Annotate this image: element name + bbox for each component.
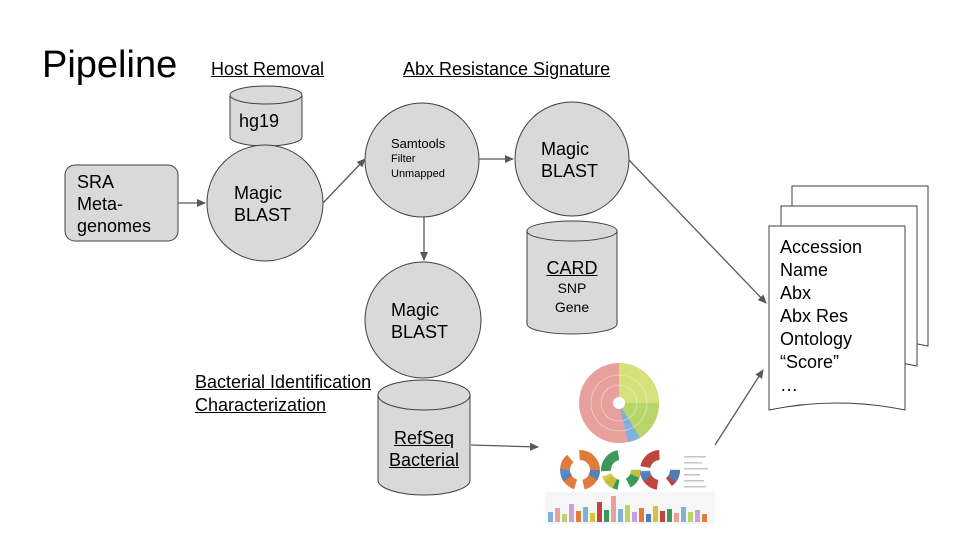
sra-line-1: SRA [77,172,115,192]
magic-blast-abx-line-2: BLAST [541,161,599,181]
sra-line-3: genomes [77,216,152,236]
output-field-name: Name [780,260,829,280]
bacterial-id-line-2: Characterization [195,395,327,415]
card-line-1: CARD [546,258,598,278]
magic-blast-host-line-1: Magic [234,183,283,203]
page-title: Pipeline [42,44,178,86]
magic-blast-host-line-2: BLAST [234,205,292,225]
arrow-refseq-to-visualization [470,442,539,451]
arrow-blast-to-samtools [322,158,366,204]
donut-charts-image [560,450,680,490]
output-field-ontology: Ontology [780,329,853,349]
arrow-abx-to-output [628,159,767,304]
magic-blast-abx-label: Magic BLAST [541,138,598,182]
refseq-line-2: Bacterial [388,450,460,470]
magic-blast-host-label: Magic BLAST [234,182,291,226]
magic-blast-bacterial-line-1: Magic [391,300,440,320]
sra-line-2: Meta- [77,194,124,214]
output-fields-list: Accession Name Abx Abx Res Ontology “Sco… [780,236,862,397]
abx-signature-heading: Abx Resistance Signature [403,59,611,79]
magic-blast-abx-node [514,101,630,217]
card-line-2: SNP [557,280,587,296]
samtools-label: Samtools Filter Unmapped [391,136,445,182]
legend-list-image [684,456,708,488]
bacterial-id-heading: Bacterial Identification Characterizatio… [195,371,371,417]
host-removal-heading: Host Removal [211,59,325,79]
samtools-line-3: Unmapped [391,168,445,180]
bacterial-id-line-1: Bacterial Identification [195,372,372,392]
card-label: CARD SNP Gene [527,257,617,317]
card-cylinder [526,220,618,335]
sunburst-chart-image [579,363,660,443]
output-field-abx-res: Abx Res [780,306,849,326]
output-field-accession: Accession [780,237,863,257]
samtools-line-1: Samtools [391,136,446,151]
magic-blast-bacterial-label: Magic BLAST [391,299,448,343]
magic-blast-abx-line-1: Magic [541,139,590,159]
card-line-3: Gene [554,299,590,315]
refseq-label: RefSeq Bacterial [378,427,470,471]
sra-label: SRA Meta- genomes [77,171,151,237]
refseq-cylinder [377,379,471,496]
magic-blast-bacterial-node [364,261,482,379]
hg19-label: hg19 [239,111,280,131]
visualization-thumbnail [545,363,715,524]
refseq-line-1: RefSeq [393,428,455,448]
samtools-line-2: Filter [391,153,416,165]
bar-strip-image [545,492,715,524]
output-field-ellipsis: … [780,375,798,395]
output-document-stack [768,185,929,411]
magic-blast-bacterial-line-2: BLAST [391,322,449,342]
arrow-visualization-to-output [714,369,764,446]
output-field-score: “Score” [780,352,840,372]
output-field-abx: Abx [780,283,812,303]
